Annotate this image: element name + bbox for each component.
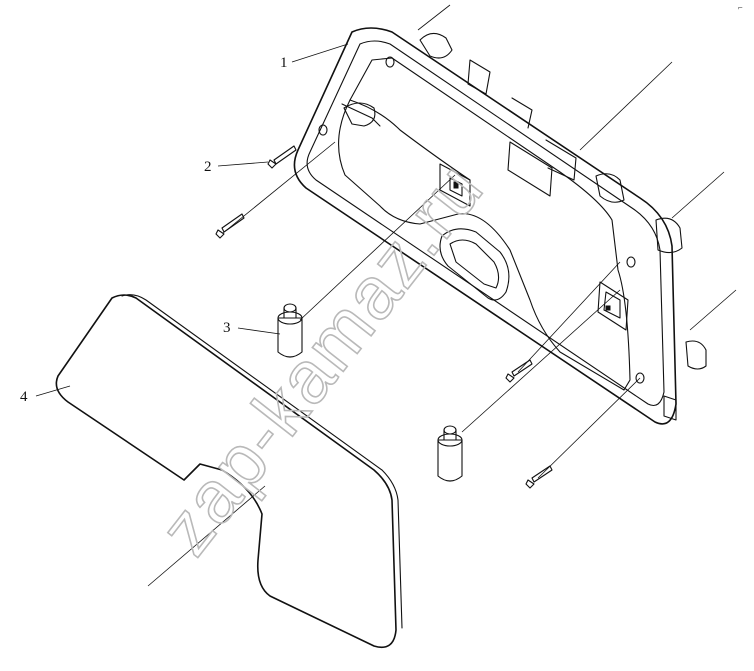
screw bbox=[215, 213, 245, 239]
assembly-guide-lines bbox=[147, 4, 737, 587]
callout-2-label: 2 bbox=[204, 159, 212, 175]
part-2-screws bbox=[215, 145, 553, 489]
callout-4-leader bbox=[35, 385, 71, 397]
callout-1-leader bbox=[291, 43, 349, 63]
lamp-socket bbox=[437, 425, 463, 482]
screw bbox=[505, 359, 533, 383]
corner-mark: ⌐ bbox=[738, 3, 743, 12]
part-4-cover-lens bbox=[55, 294, 403, 649]
lamp-socket bbox=[277, 303, 303, 358]
callout-3-leader bbox=[237, 327, 281, 335]
callout-3-label: 3 bbox=[223, 320, 231, 336]
screw bbox=[525, 465, 553, 489]
callout-4-label: 4 bbox=[20, 389, 28, 405]
watermark-text: zap-kamaz.ru bbox=[143, 147, 499, 570]
part-1-panel-housing bbox=[293, 27, 707, 425]
callout-2-leader bbox=[217, 161, 269, 167]
screw bbox=[267, 145, 297, 169]
callouts: 1 2 3 4 bbox=[20, 43, 349, 405]
callout-1-label: 1 bbox=[280, 55, 288, 71]
part-3-lamp-sockets bbox=[277, 303, 463, 482]
